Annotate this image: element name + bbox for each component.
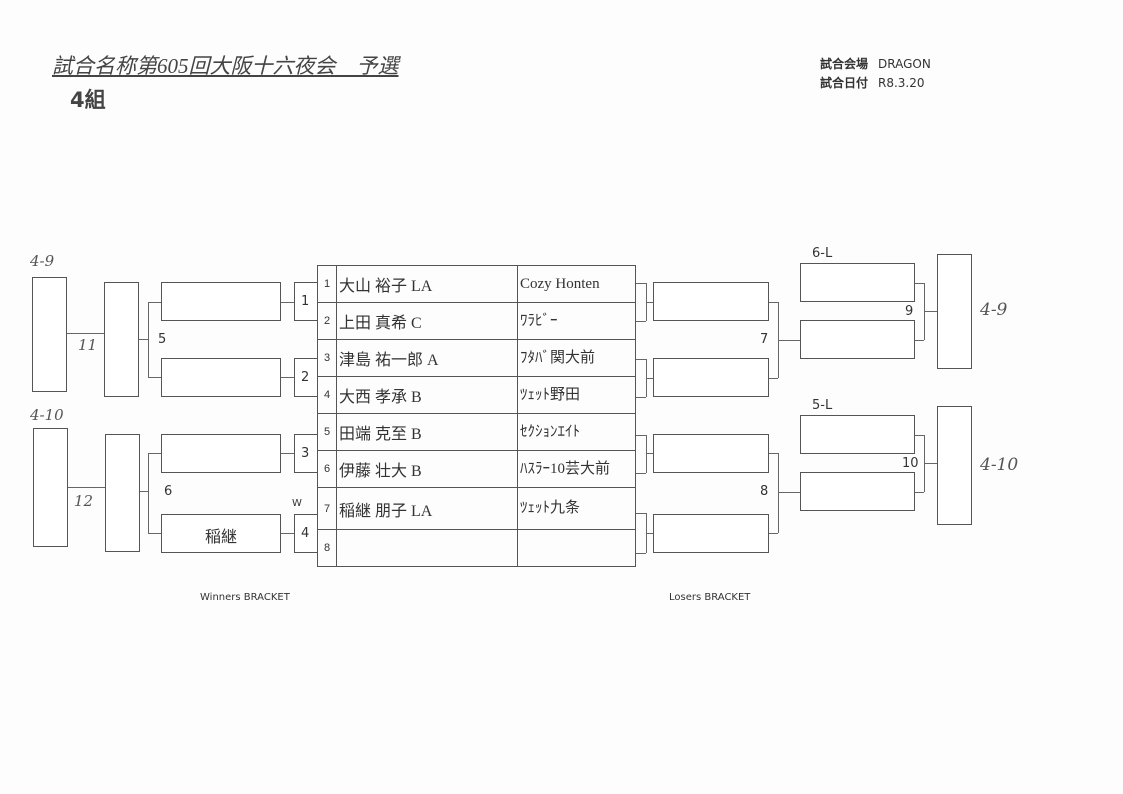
date-row: 試合日付 R8.3.20: [820, 74, 925, 91]
date-label: 試合日付: [820, 76, 869, 90]
losers-final-label-bottom: 4-10: [980, 455, 1019, 475]
match-2-label: 2: [301, 370, 310, 385]
player-seed: 7: [317, 487, 337, 530]
player-team: ﾜﾗﾋﾞｰ: [517, 302, 636, 340]
losers-final-slot-bottom[interactable]: [937, 406, 972, 525]
label-5-L: 5-L: [812, 398, 833, 413]
match-12-label: 12: [74, 492, 94, 510]
winners-r1-slot-4[interactable]: 稲継: [161, 514, 281, 553]
player-team: ﾌﾀﾊﾞ関大前: [517, 339, 636, 377]
player-name: 稲継 朋子 LA: [336, 487, 518, 530]
match-3-label: 3: [301, 446, 310, 461]
player-seed: 2: [317, 302, 337, 340]
losers-final-slot-top[interactable]: [937, 254, 972, 369]
losers-r1-slot-2[interactable]: [653, 358, 769, 397]
winners-final-slot-top[interactable]: [32, 277, 67, 392]
player-team: [517, 529, 636, 567]
slot-4-name: 稲継: [204, 529, 237, 546]
winners-r1-slot-1[interactable]: [161, 282, 281, 321]
venue-row: 試合会場 DRAGON: [820, 55, 931, 72]
match-11-label: 11: [78, 336, 98, 354]
match-4-box: 4: [294, 514, 318, 553]
losers-r2-slot-3[interactable]: [800, 415, 915, 454]
winners-r2-slot-bottom[interactable]: [105, 434, 140, 552]
winners-r1-slot-2[interactable]: [161, 358, 281, 397]
winners-r1-slot-3[interactable]: [161, 434, 281, 473]
player-team: ﾂｪｯﾄ九条: [517, 487, 636, 530]
player-seed: 4: [317, 376, 337, 414]
player-name: 上田 真希 C: [336, 302, 518, 340]
player-seed: 1: [317, 265, 337, 303]
label-6-L: 6-L: [812, 246, 833, 261]
losers-r2-slot-4[interactable]: [800, 472, 915, 511]
winners-final-label-bottom: 4-10: [30, 406, 64, 424]
match-9-label: 9: [905, 304, 914, 319]
match-1-box: 1: [294, 282, 318, 321]
match-10-label: 10: [902, 456, 919, 471]
match-5-label: 5: [158, 332, 167, 347]
losers-bracket-caption: Losers BRACKET: [669, 592, 751, 603]
match-1-label: 1: [301, 294, 310, 309]
player-name: [336, 529, 518, 567]
venue-value: DRAGON: [878, 57, 931, 71]
venue-label: 試合会場: [820, 57, 869, 71]
player-name: 大西 孝承 B: [336, 376, 518, 414]
date-value: R8.3.20: [878, 76, 925, 90]
losers-r1-slot-1[interactable]: [653, 282, 769, 321]
player-row: 8: [317, 529, 636, 567]
player-name: 津島 祐一郎 A: [336, 339, 518, 377]
match-7-label: 7: [760, 332, 769, 347]
player-team: ﾊｽﾗｰ10芸大前: [517, 450, 636, 488]
group-label: 4組: [70, 88, 106, 112]
match-2-box: 2: [294, 358, 318, 397]
match-4-label: 4: [301, 526, 310, 541]
tournament-title: 試合名称第605回大阪十六夜会 予選: [52, 54, 399, 78]
player-name: 大山 裕子 LA: [336, 265, 518, 303]
winners-final-label-top: 4-9: [30, 252, 55, 270]
losers-r2-slot-2[interactable]: [800, 320, 915, 359]
player-seed: 5: [317, 413, 337, 451]
losers-r2-slot-1[interactable]: [800, 263, 915, 302]
player-seed: 8: [317, 529, 337, 567]
player-team: ﾂｪｯﾄ野田: [517, 376, 636, 414]
losers-r1-slot-3[interactable]: [653, 434, 769, 473]
winners-r2-slot-top[interactable]: [104, 282, 139, 397]
player-team: Cozy Honten: [517, 265, 636, 303]
player-name: 伊藤 壮大 B: [336, 450, 518, 488]
match-8-label: 8: [760, 484, 769, 499]
walkover-mark: W: [292, 498, 302, 509]
winners-final-slot-bottom[interactable]: [33, 428, 68, 547]
player-team: ｾｸｼｮﾝｴｲﾄ: [517, 413, 636, 451]
player-seed: 3: [317, 339, 337, 377]
player-name: 田端 克至 B: [336, 413, 518, 451]
losers-r1-slot-4[interactable]: [653, 514, 769, 553]
winners-bracket-caption: Winners BRACKET: [200, 592, 290, 603]
match-6-label: 6: [164, 484, 173, 499]
losers-final-label-top: 4-9: [980, 300, 1008, 320]
match-3-box: 3: [294, 434, 318, 473]
player-seed: 6: [317, 450, 337, 488]
